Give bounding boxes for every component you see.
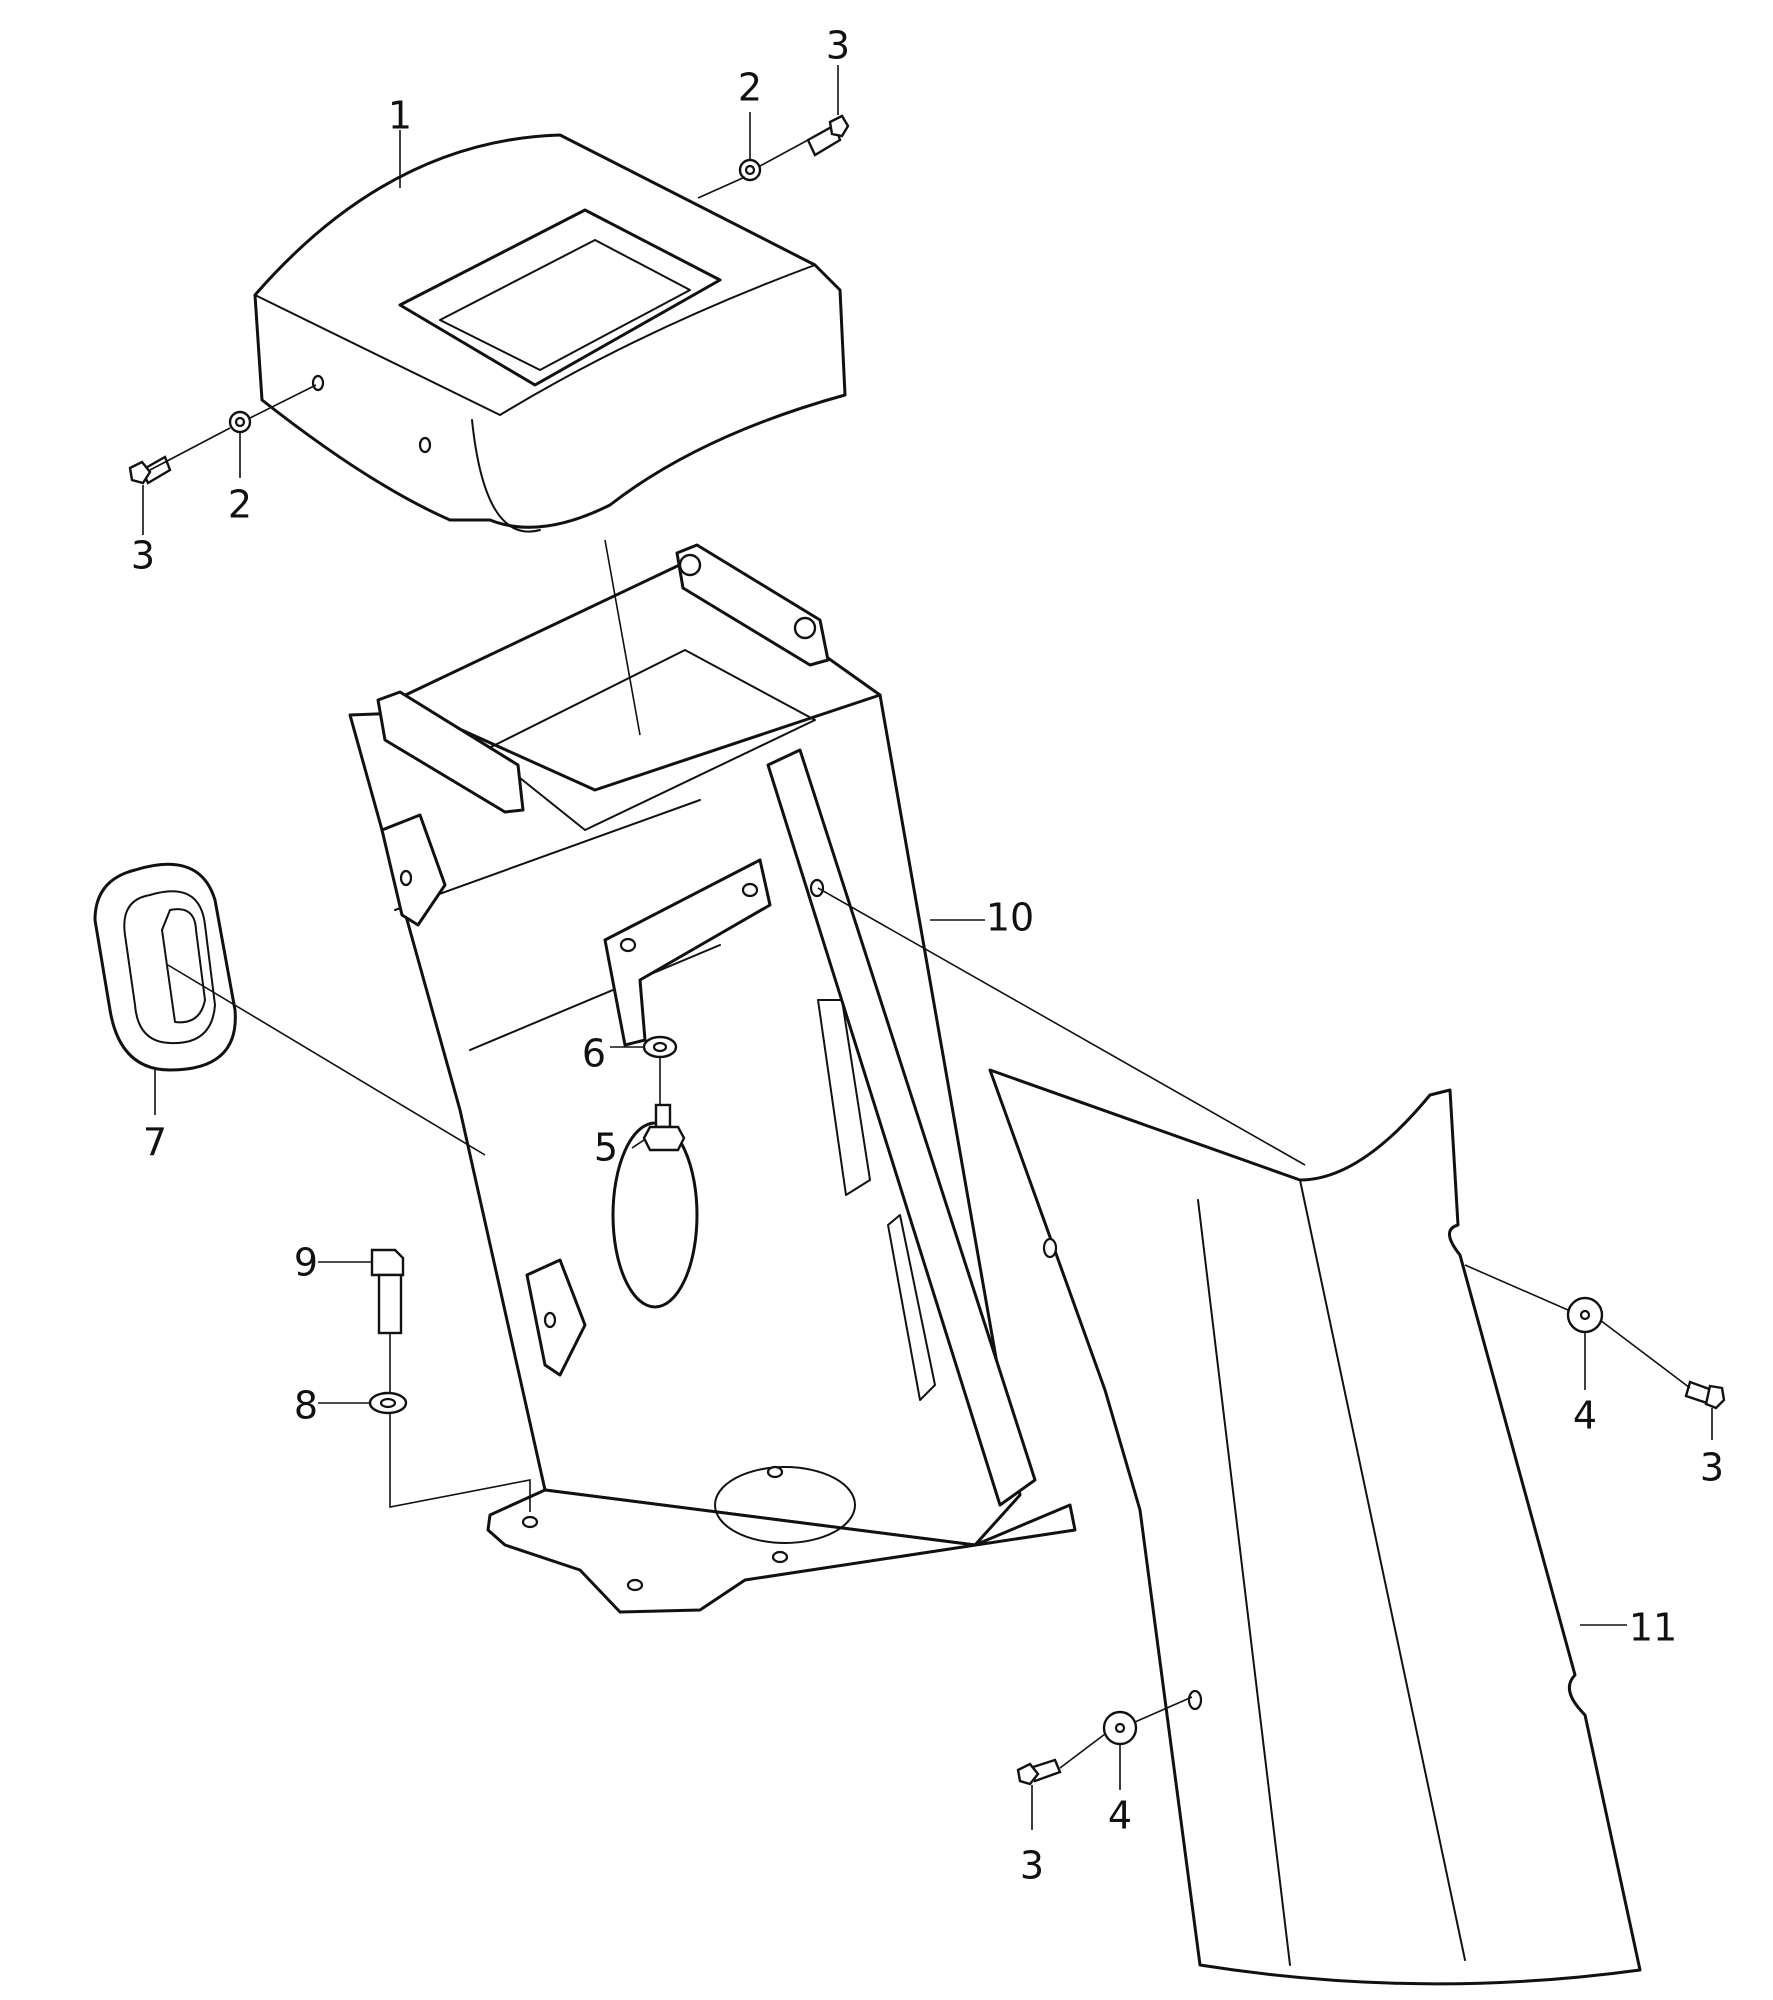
callout-5: 5 bbox=[594, 1126, 618, 1170]
brace-hole-1 bbox=[619, 937, 637, 953]
callout-11: 11 bbox=[1629, 1606, 1677, 1650]
part-7-grommet bbox=[93, 862, 237, 1072]
left-top-bracket bbox=[376, 690, 525, 814]
callout-4-lower: 4 bbox=[1108, 1794, 1132, 1838]
washer-bore bbox=[379, 1397, 397, 1409]
base-plate-circle bbox=[714, 1466, 856, 1544]
part-1-top-cover bbox=[253, 133, 847, 533]
callout-7: 7 bbox=[143, 1121, 167, 1165]
cover-hole-1 bbox=[311, 374, 325, 392]
panel-hole-lower bbox=[1187, 1689, 1203, 1711]
washer-bore bbox=[1114, 1722, 1126, 1734]
base-hole-top bbox=[766, 1465, 784, 1479]
brace-hole-2 bbox=[741, 882, 759, 898]
upper-tab-hole bbox=[399, 869, 413, 887]
bracket-nut-2 bbox=[793, 616, 817, 640]
part-3-bolt-lower bbox=[1016, 1758, 1062, 1786]
cover-top-opening bbox=[398, 208, 722, 387]
cover-hole-2 bbox=[418, 436, 432, 454]
base-hole-bottom bbox=[771, 1550, 789, 1564]
part-5-screw bbox=[642, 1103, 686, 1152]
nut-bore bbox=[744, 164, 756, 176]
callout-4-right: 4 bbox=[1573, 1394, 1597, 1438]
washer-bore bbox=[1579, 1309, 1591, 1321]
callout-3-right: 3 bbox=[1700, 1446, 1724, 1490]
part-10-console-frame bbox=[348, 543, 1077, 1614]
callout-6: 6 bbox=[582, 1032, 606, 1076]
vertical-rail bbox=[766, 748, 1037, 1507]
callout-3-left: 3 bbox=[131, 534, 155, 578]
callout-2-left: 2 bbox=[228, 483, 252, 527]
part-3-bolt-right bbox=[1684, 1380, 1726, 1410]
callout-labels: 1 2 3 2 3 7 10 6 5 9 8 4 3 11 4 3 bbox=[131, 24, 1724, 1888]
lower-tab-hole bbox=[543, 1311, 557, 1329]
part-11-side-cover bbox=[988, 1068, 1642, 1986]
panel-hole-upper bbox=[1042, 1237, 1058, 1259]
rail-hole bbox=[809, 878, 825, 898]
callout-1: 1 bbox=[388, 94, 412, 138]
base-hole-left bbox=[521, 1515, 539, 1529]
callout-3-lower: 3 bbox=[1020, 1844, 1044, 1888]
callout-10: 10 bbox=[986, 896, 1034, 940]
callout-9: 9 bbox=[294, 1241, 318, 1285]
lower-side-tab bbox=[525, 1258, 587, 1377]
part-9-bolt bbox=[370, 1248, 405, 1335]
nut-bore bbox=[234, 416, 246, 428]
callout-3-top: 3 bbox=[826, 24, 850, 68]
bracket-nut-1 bbox=[678, 553, 702, 577]
callout-8: 8 bbox=[294, 1384, 318, 1428]
base-hole-front bbox=[626, 1578, 644, 1592]
washer-bore bbox=[652, 1041, 668, 1053]
cross-brace bbox=[603, 858, 772, 1047]
right-top-bracket bbox=[675, 543, 830, 667]
upper-side-tab bbox=[380, 813, 447, 927]
part-3-bolt-top-right bbox=[806, 114, 850, 157]
callout-2-top: 2 bbox=[738, 66, 762, 110]
leader-lines bbox=[142, 65, 1713, 1830]
